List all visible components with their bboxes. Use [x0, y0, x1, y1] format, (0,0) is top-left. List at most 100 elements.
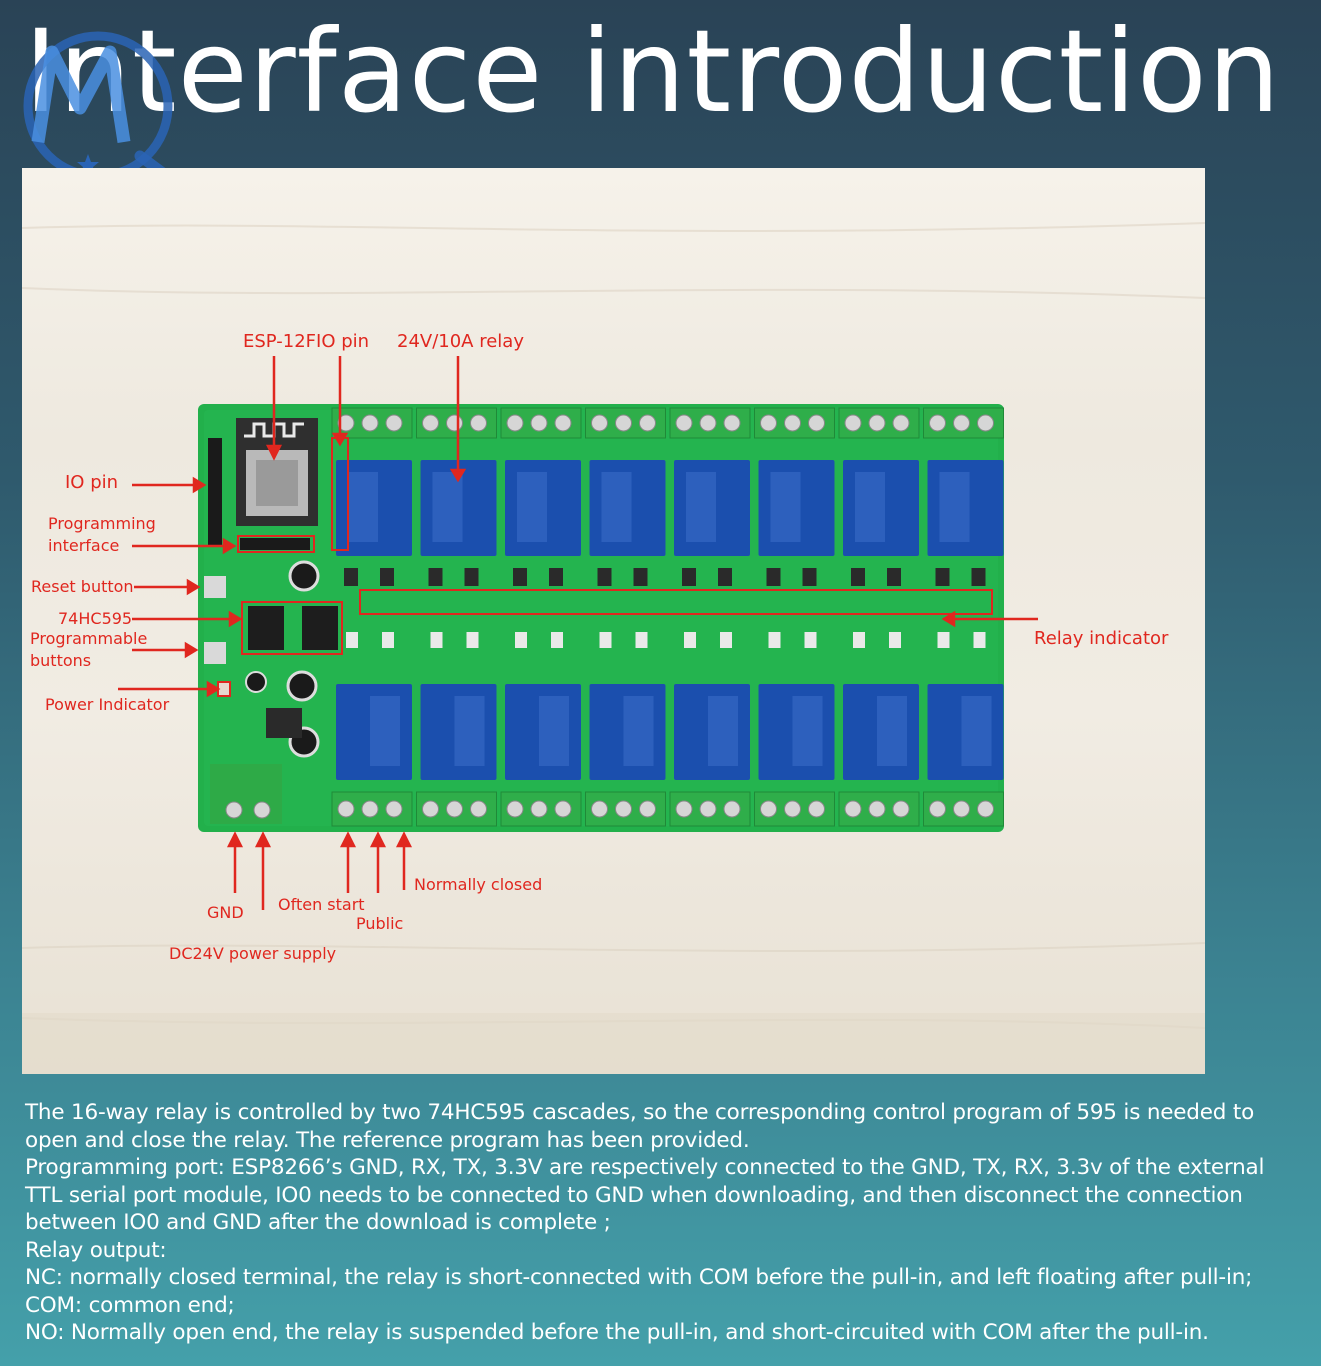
terminal-screw — [615, 800, 632, 818]
relay-label-area — [939, 472, 970, 542]
public-label: Public — [356, 914, 404, 933]
relay-label-area — [601, 472, 632, 542]
chip-74hc595-1 — [248, 606, 284, 650]
indicator-led — [937, 632, 950, 648]
terminal-screw — [868, 414, 886, 432]
programming-label-2: interface — [48, 536, 120, 555]
relay-label-area — [792, 696, 823, 766]
product-photo: ESP-12FIO pin 24V/10A relay IO pin Progr… — [22, 168, 1205, 1074]
terminal-screw — [470, 414, 487, 432]
programming-label-1: Programming — [48, 514, 156, 533]
terminal-screw — [385, 414, 403, 432]
terminal-screw — [892, 414, 910, 432]
dc-supply-label: DC24V power supply — [169, 944, 337, 963]
transistor — [513, 568, 527, 586]
indicator-led — [720, 632, 732, 648]
terminal-screw — [591, 800, 608, 818]
power-terminal — [210, 764, 282, 824]
terminal-screw — [760, 414, 777, 432]
transistor — [718, 568, 732, 586]
relay-label-area — [961, 696, 992, 766]
terminal-screw — [892, 800, 910, 818]
terminal-screw — [554, 800, 572, 818]
normally-closed-label: Normally closed — [414, 875, 543, 894]
terminal-screw — [506, 414, 524, 432]
gnd-label: GND — [207, 903, 244, 922]
transistor — [766, 568, 781, 586]
terminal-screw — [723, 800, 741, 818]
description-line: Programming port: ESP8266’s GND, RX, TX,… — [25, 1155, 1265, 1180]
transistor — [549, 568, 563, 586]
terminal-screw — [784, 800, 801, 818]
relay-label-area — [877, 696, 907, 766]
description-line: TTL serial port module, IO0 needs to be … — [25, 1182, 1243, 1208]
description-line: NC: normally closed terminal, the relay … — [25, 1265, 1253, 1290]
terminal-screw — [591, 414, 608, 432]
programming-header — [240, 538, 310, 550]
indicator-led — [599, 632, 612, 648]
relay-label-area — [855, 472, 885, 542]
terminal-screw — [929, 414, 946, 432]
indicator-led — [466, 632, 479, 648]
terminal-screw — [699, 800, 717, 818]
chip-74hc595-2 — [302, 606, 338, 650]
terminal-screw — [361, 800, 379, 818]
terminal-screw — [675, 414, 693, 432]
terminal-screw — [615, 414, 632, 432]
indicator-led — [346, 632, 358, 648]
terminal-screw — [361, 414, 379, 432]
hc595-label: 74HC595 — [58, 609, 133, 628]
terminal-screw — [422, 800, 439, 818]
terminal-screw — [699, 414, 717, 432]
terminal-screw — [446, 800, 463, 818]
relay-label-area — [708, 696, 738, 766]
terminal-screw — [977, 414, 994, 432]
relay-indicator-row — [359, 589, 993, 615]
terminal-screw — [253, 801, 271, 819]
indicator-led — [515, 632, 527, 648]
relay-label-area — [370, 696, 400, 766]
terminal-screw — [784, 414, 801, 432]
terminal-screw — [844, 800, 862, 818]
indicator-led — [804, 632, 817, 648]
terminal-screw — [554, 414, 572, 432]
indicator-led — [430, 632, 443, 648]
description-line: The 16-way relay is controlled by two 74… — [25, 1100, 1255, 1125]
transistor — [802, 568, 817, 586]
terminal-screw — [808, 800, 825, 818]
terminal-screw — [337, 414, 355, 432]
description-line: NO: Normally open end, the relay is susp… — [25, 1320, 1209, 1345]
terminal-screw — [225, 801, 243, 819]
esp-pin-label: ESP-12FIO pin — [243, 331, 370, 352]
terminal-screw — [470, 800, 487, 818]
indicator-led — [853, 632, 865, 648]
relay-label-area — [432, 472, 463, 542]
io-pin-label: IO pin — [65, 472, 119, 493]
relay-label-area — [517, 472, 547, 542]
terminal-screw — [929, 800, 946, 818]
indicator-led — [684, 632, 696, 648]
transistor — [380, 568, 394, 586]
reset-button-label: Reset button — [31, 577, 134, 596]
transistor — [851, 568, 865, 586]
power-indicator-label: Power Indicator — [45, 695, 170, 714]
indicator-led — [768, 632, 781, 648]
terminal-screw — [337, 800, 355, 818]
relay-indicator-label: Relay indicator — [1034, 628, 1169, 649]
terminal-screw — [446, 414, 463, 432]
transistor — [597, 568, 612, 586]
programmable-button-part — [204, 642, 226, 664]
often-start-label: Often start — [278, 895, 365, 914]
transistor — [935, 568, 950, 586]
transistor — [464, 568, 479, 586]
terminal-screw — [844, 414, 862, 432]
description-line: COM: common end; — [25, 1292, 235, 1318]
terminal-screw — [385, 800, 403, 818]
transistor — [682, 568, 696, 586]
transistor — [633, 568, 648, 586]
terminal-screw — [723, 414, 741, 432]
terminal-screw — [953, 414, 970, 432]
terminal-screw — [977, 800, 994, 818]
terminal-screw — [422, 414, 439, 432]
transistor — [428, 568, 443, 586]
